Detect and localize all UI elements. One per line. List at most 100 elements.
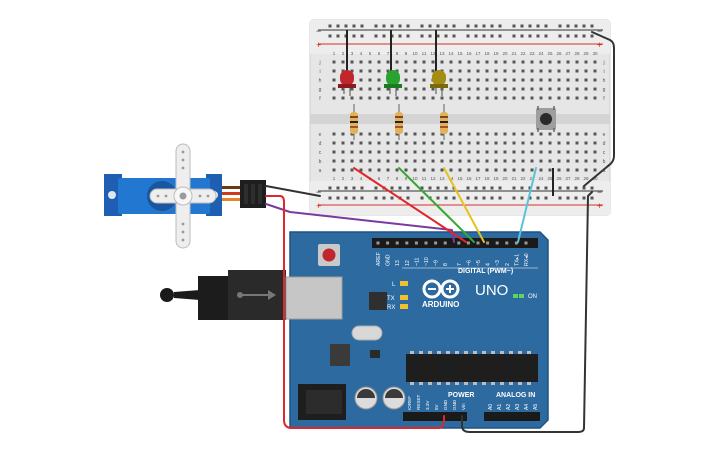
- column-number: 19: [493, 51, 499, 56]
- digital-pin-label: 8: [443, 263, 449, 266]
- column-number: 13: [439, 51, 445, 56]
- digital-pin-label: 7: [457, 263, 463, 266]
- column-number: 18: [484, 176, 490, 181]
- red-led[interactable]: [338, 70, 356, 96]
- column-number: 20: [502, 176, 508, 181]
- digital-pin-label: ~11: [414, 257, 420, 266]
- digital-pin-label: GND: [386, 254, 392, 266]
- usb-chip: [369, 292, 387, 310]
- column-number: 16: [466, 51, 472, 56]
- wire-green-led[interactable]: [398, 167, 475, 243]
- row-letter: j: [602, 60, 604, 66]
- wire-button[interactable]: [517, 167, 537, 243]
- column-number: 1: [333, 176, 336, 181]
- power-pin-label: GND: [443, 399, 448, 410]
- row-letter: i: [603, 69, 604, 75]
- digital-pin-label: 12: [405, 260, 411, 266]
- analog-pin-label: A1: [497, 404, 503, 410]
- wire-arduino-gnd[interactable]: [461, 191, 593, 433]
- digital-pin-label: AREF: [376, 252, 382, 266]
- column-number: 26: [556, 176, 562, 181]
- atmega-chip: [406, 354, 538, 382]
- resistor-2[interactable]: [395, 104, 403, 140]
- wire-servo-signal[interactable]: [265, 203, 455, 243]
- yellow-led[interactable]: [430, 70, 448, 96]
- crystal: [351, 325, 383, 341]
- on-label: ON: [528, 294, 537, 300]
- reset-button[interactable]: [322, 248, 336, 262]
- servo-horn[interactable]: [149, 143, 217, 249]
- wires: [265, 31, 615, 433]
- row-letter: e: [319, 132, 322, 138]
- rail-plus-label: +: [316, 40, 321, 50]
- column-number: 19: [493, 176, 499, 181]
- row-letter: h: [319, 78, 322, 84]
- column-number: 17: [475, 176, 481, 181]
- column-number: 15: [457, 176, 463, 181]
- column-number: 11: [422, 51, 427, 56]
- wire-red-led[interactable]: [353, 167, 467, 243]
- column-number: 15: [457, 51, 463, 56]
- column-number: 21: [511, 51, 517, 56]
- column-number: 11: [422, 176, 427, 181]
- column-number: 23: [529, 176, 535, 181]
- column-number: 26: [556, 51, 562, 56]
- column-number: 4: [360, 176, 363, 181]
- column-number: 10: [412, 51, 418, 56]
- led-rx-label: RX: [387, 305, 395, 311]
- row-letter: d: [319, 141, 322, 147]
- usb-cable[interactable]: [160, 270, 343, 320]
- pushbutton[interactable]: [536, 106, 556, 132]
- wire-servo-gnd[interactable]: [265, 185, 321, 197]
- column-number: 8: [396, 176, 399, 181]
- rail-minus-label-bottom-right: −: [597, 187, 602, 197]
- column-number: 8: [396, 51, 399, 56]
- digital-pin-label: ~3: [495, 260, 501, 266]
- column-number: 29: [583, 51, 589, 56]
- servo-motor[interactable]: [104, 143, 266, 249]
- column-number: 24: [538, 51, 544, 56]
- column-number: 5: [369, 51, 372, 56]
- wire-servo-5v[interactable]: [265, 195, 445, 429]
- column-number: 10: [412, 176, 418, 181]
- digital-pin-label: ~6: [466, 260, 472, 266]
- arduino-model: UNO: [475, 282, 508, 299]
- column-number: 23: [529, 51, 535, 56]
- resistor-3[interactable]: [440, 104, 448, 140]
- column-number: 22: [520, 51, 526, 56]
- column-number: 12: [430, 51, 436, 56]
- rail-plus-label-bottom: +: [316, 201, 321, 211]
- row-letter: f: [319, 96, 321, 102]
- analog-pin-label: A2: [506, 404, 512, 410]
- wire-yellow-led[interactable]: [443, 167, 485, 243]
- column-number: 25: [547, 176, 553, 181]
- column-number: 17: [475, 51, 481, 56]
- analog-pin-label: A5: [533, 404, 539, 410]
- green-led[interactable]: [384, 70, 402, 96]
- digital-pin-label: TX▸1: [514, 254, 520, 266]
- wire-rail-jumper[interactable]: [583, 31, 615, 187]
- column-number: 7: [387, 176, 390, 181]
- rail-minus-label-bottom: −: [316, 187, 321, 197]
- digital-pin-label: 2: [505, 263, 511, 266]
- resistor-1[interactable]: [350, 104, 358, 140]
- column-number: 1: [333, 51, 336, 56]
- power-pin-label: 3.3V: [425, 400, 430, 410]
- column-number: 20: [502, 51, 508, 56]
- column-number: 22: [520, 176, 526, 181]
- row-letter: e: [603, 132, 606, 138]
- column-number: 6: [378, 176, 381, 181]
- column-number: 3: [351, 176, 354, 181]
- power-pin-label: RESET: [416, 394, 421, 410]
- column-number: 28: [574, 176, 580, 181]
- column-number: 9: [405, 51, 408, 56]
- digital-header-label: DIGITAL (PWM~): [458, 268, 513, 275]
- analog-header: [484, 412, 540, 421]
- row-letter: f: [603, 96, 605, 102]
